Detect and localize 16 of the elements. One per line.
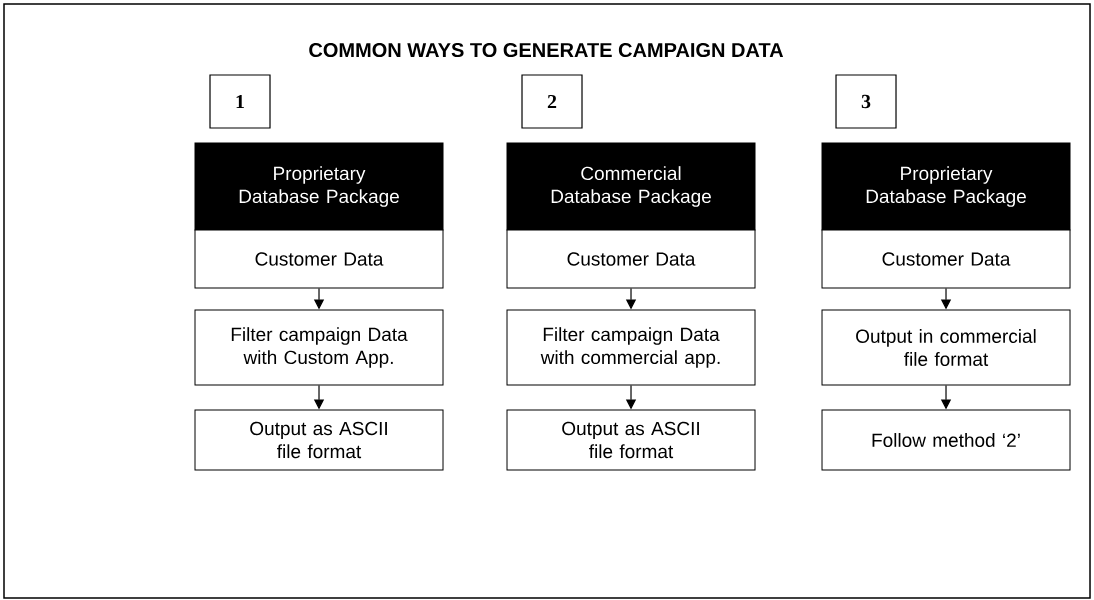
- process-box: Filter campaign Data with commercial app.: [506, 309, 756, 386]
- process-box: Output as ASCII file format: [194, 409, 444, 471]
- process-box: Output as ASCII file format: [506, 409, 756, 471]
- header-box: Commercial Database Package: [506, 142, 756, 231]
- process-box: Customer Data: [821, 229, 1071, 289]
- header-box: Proprietary Database Package: [821, 142, 1071, 231]
- process-box: Customer Data: [506, 229, 756, 289]
- number-box: 3: [835, 74, 897, 129]
- number-box: 2: [521, 74, 583, 129]
- process-box: Customer Data: [194, 229, 444, 289]
- process-box: Filter campaign Data with Custom App.: [194, 309, 444, 386]
- process-box: Output in commercial file format: [821, 309, 1071, 386]
- number-box: 1: [209, 74, 271, 129]
- header-box: Proprietary Database Package: [194, 142, 444, 231]
- title: COMMON WAYS TO GENERATE CAMPAIGN DATA: [309, 42, 784, 58]
- process-box: Follow method ‘2’: [821, 409, 1071, 471]
